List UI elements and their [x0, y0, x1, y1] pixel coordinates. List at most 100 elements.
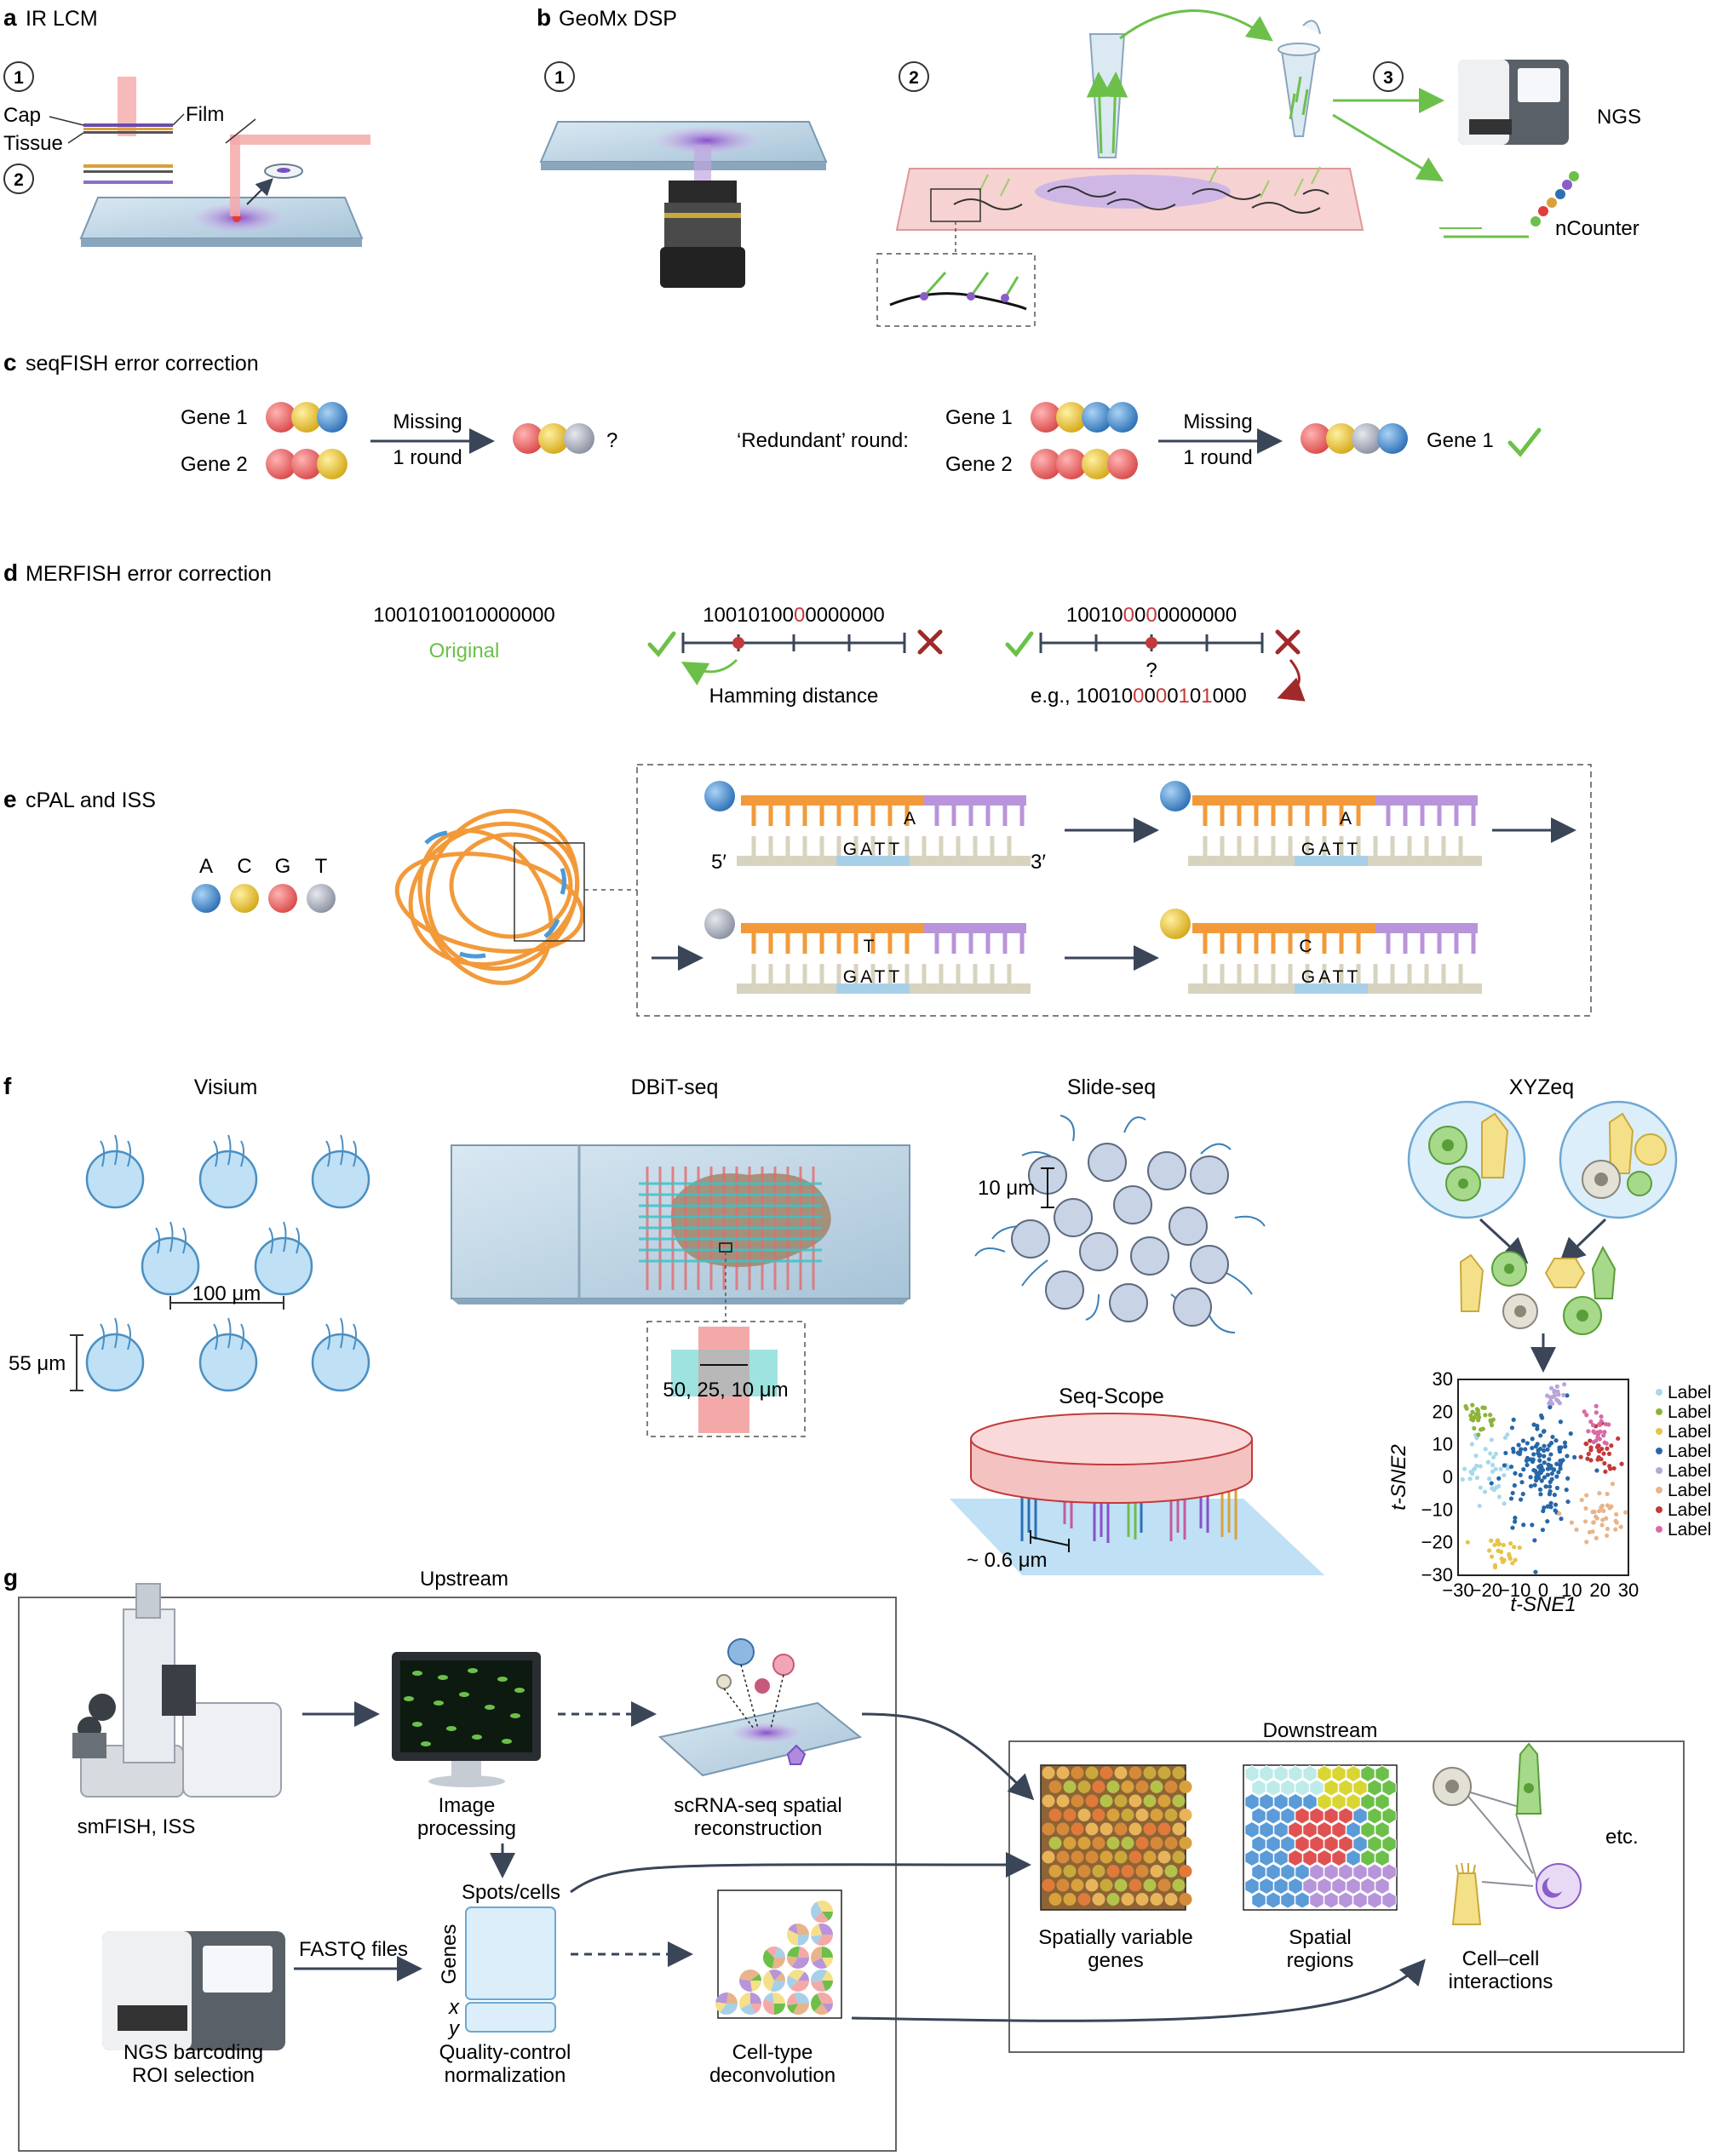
scatter-point [1507, 1556, 1513, 1561]
slideseq-beads [1011, 1143, 1229, 1327]
spot [1106, 1893, 1120, 1906]
scatter-point [1611, 1465, 1617, 1471]
pie-slice [791, 1958, 809, 1970]
region-cell [1317, 1792, 1332, 1811]
spot [1150, 1780, 1163, 1793]
spot [1179, 1865, 1192, 1878]
region-cell [1295, 1779, 1310, 1797]
scatter-point [1548, 1488, 1553, 1494]
round-label: 1 round [393, 446, 462, 469]
scatter-point [1579, 1497, 1584, 1503]
pie-slice [720, 2004, 738, 2015]
pie-slice [769, 1969, 783, 1981]
cell-interaction-illustration [1433, 1742, 1582, 1925]
scatter-point [1598, 1429, 1603, 1434]
pie-slice [811, 1947, 822, 1963]
scatter-point [1490, 1469, 1496, 1474]
pie-slice [774, 1972, 785, 1981]
probe-red [1107, 449, 1138, 479]
legend-label: Label [1668, 1422, 1711, 1442]
scatter-point [1584, 1442, 1589, 1447]
probe-red [1056, 449, 1087, 479]
spot [1164, 1780, 1178, 1793]
ngs-label: NGS barcoding [123, 2041, 263, 2064]
probe-blue [1082, 402, 1112, 433]
pie-slice [811, 1993, 822, 2012]
spot [1172, 1766, 1186, 1780]
qc-label: Quality-control [439, 2041, 571, 2064]
legend-label: Label [1668, 1520, 1711, 1540]
scale-label: 55 μm [9, 1352, 66, 1375]
scatter-point [1549, 1471, 1554, 1477]
step-number: 2 [909, 68, 919, 88]
scatter-point [1502, 1472, 1507, 1478]
qc-label: normalization [445, 2064, 566, 2087]
spot [1063, 1780, 1077, 1793]
scatter-point [1553, 1438, 1559, 1443]
region-cell [1244, 1821, 1260, 1839]
scatter-point [1541, 1429, 1547, 1434]
region-cell [1324, 1863, 1339, 1881]
channel-overlap [698, 1350, 749, 1396]
spot [1071, 1878, 1084, 1892]
region-cell [1367, 1835, 1382, 1853]
region-cell [1317, 1764, 1332, 1783]
panel-letter: g [3, 1564, 18, 1591]
spot [1100, 1850, 1113, 1864]
spot [1071, 1794, 1084, 1808]
pie-slice [793, 2004, 809, 2015]
scatter-point [1550, 1401, 1555, 1407]
template-seq: GATT [1301, 967, 1361, 987]
panel-letter: a [3, 4, 17, 31]
scatter-point [1614, 1520, 1619, 1525]
scatter-point [1623, 1510, 1628, 1515]
uv-arrow [1102, 72, 1128, 154]
region-cell [1346, 1849, 1361, 1867]
spot [1085, 1822, 1099, 1836]
scatter-point [1490, 1462, 1496, 1468]
scrna-label: reconstruction [694, 1817, 823, 1840]
region-cell [1360, 1792, 1375, 1811]
probe-gray [564, 423, 594, 454]
region-cell [1288, 1877, 1303, 1895]
region-cell [1367, 1807, 1382, 1825]
scatter-point [1475, 1408, 1480, 1413]
spot [1063, 1893, 1077, 1906]
objective-lens [669, 181, 737, 206]
spot [1042, 1822, 1055, 1836]
pie-slice [817, 1901, 833, 1912]
hamming-label: Hamming distance [709, 685, 879, 708]
pie-slice [772, 1958, 785, 1969]
spot [1121, 1780, 1134, 1793]
spot [1114, 1766, 1128, 1780]
spot [1128, 1822, 1142, 1836]
region-cell [1317, 1821, 1332, 1839]
scrna-label: scRNA-seq spatial [674, 1794, 841, 1817]
round-label: 1 round [1183, 446, 1252, 469]
scatter-point [1533, 1569, 1538, 1574]
scatter-point [1521, 1467, 1526, 1472]
three-prime-label: 3′ [1031, 851, 1046, 874]
arrow [851, 1958, 1426, 2022]
objective-ring [664, 213, 741, 218]
lift-arrow [246, 178, 273, 205]
etc-label: etc. [1605, 1826, 1639, 1849]
panel-letter: c [3, 349, 17, 376]
scatter-point [1545, 1393, 1550, 1398]
question-mark: ? [1146, 659, 1157, 682]
pie-slice [787, 1955, 798, 1967]
spot [1077, 1809, 1091, 1821]
scatter-point [1614, 1511, 1619, 1517]
region-cell [1324, 1891, 1339, 1909]
glass-slide-edge [541, 162, 826, 170]
region-cell [1309, 1863, 1324, 1881]
scatter-point [1556, 1392, 1561, 1397]
scatter-point [1494, 1485, 1499, 1490]
correction-arrow [680, 658, 738, 685]
pie-slice [787, 1947, 801, 1958]
spot [1056, 1766, 1070, 1780]
panel-c: c seqFISH error correction Gene 1 Gene 2… [3, 349, 1542, 479]
scatter-point [1536, 1450, 1541, 1456]
probe-gray [1352, 423, 1382, 454]
scatter-point [1510, 1561, 1515, 1566]
